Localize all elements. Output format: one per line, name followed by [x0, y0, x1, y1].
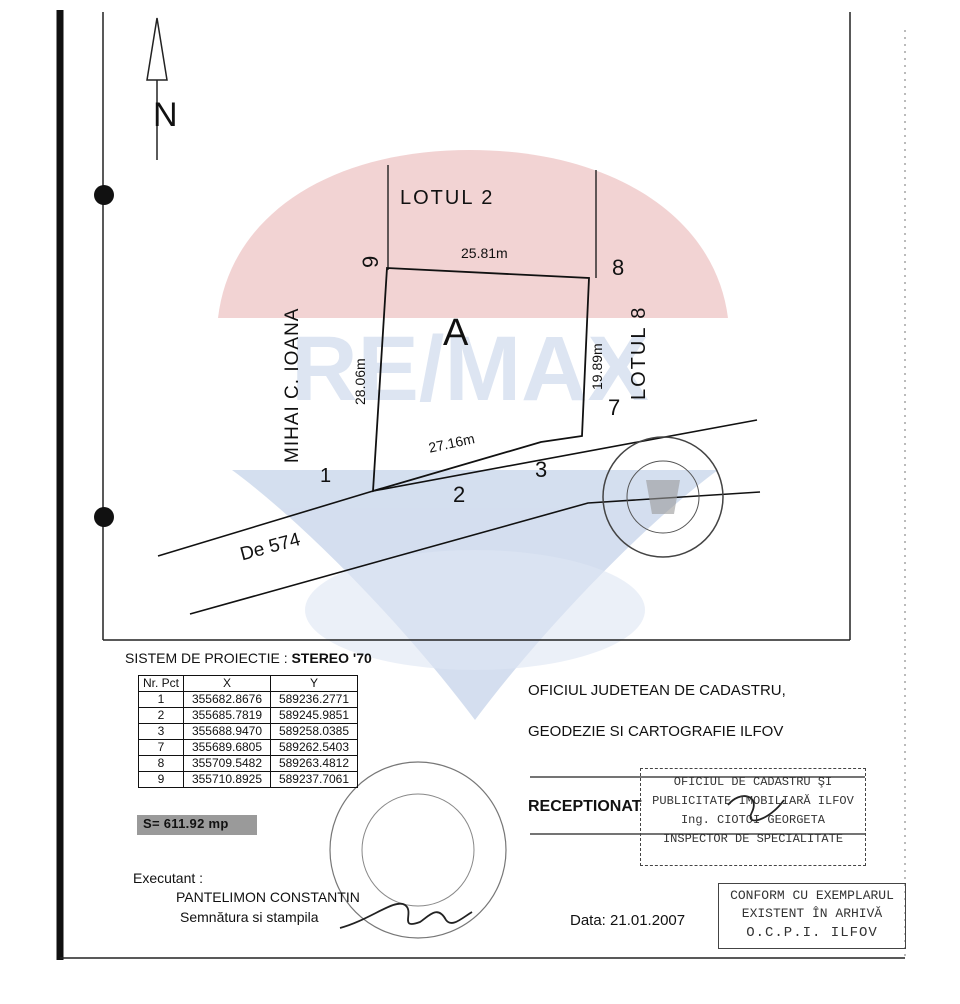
cell-y: 589258.0385 [270, 723, 358, 740]
road-edge-upper [157, 490, 374, 557]
neighbor-left-label: MIHAI C. IOANA [282, 307, 303, 463]
parcel-outline [372, 267, 590, 493]
executant-label: Executant : [133, 870, 204, 886]
date-label: Data: 21.01.2007 [570, 912, 686, 929]
point-9: 9 [358, 255, 383, 268]
cell-x: 355689.6805 [183, 739, 271, 756]
point-8: 8 [612, 255, 625, 280]
table-header-row: Nr. Pct X Y [138, 675, 358, 692]
binder-hole-icon [94, 185, 114, 205]
reception-stamp-line-2: PUBLICITATE IMOBILIARĂ ILFOV [652, 794, 854, 808]
header-y: Y [270, 675, 358, 692]
point-2: 2 [453, 482, 466, 507]
cell-pct: 8 [138, 755, 184, 772]
table-row: 3 355688.9470 589258.0385 [138, 723, 358, 740]
road-edge-upper [372, 419, 758, 492]
cell-x: 355710.8925 [183, 771, 271, 788]
table-row: 8 355709.5482 589263.4812 [138, 755, 358, 772]
executant-seal [329, 761, 507, 939]
reception-stamp: OFICIUL DE CADASTRU ŞI PUBLICITATE IMOBI… [640, 768, 866, 866]
dim-top: 25.81m [461, 245, 508, 261]
binder-hole-icon [94, 507, 114, 527]
parcel-letter: A [443, 312, 469, 354]
cell-pct: 3 [138, 723, 184, 740]
signature-mark [339, 902, 473, 929]
point-7: 7 [608, 395, 621, 420]
projection-value: STEREO '70 [291, 650, 372, 666]
signature-label: Semnătura si stampila [180, 909, 319, 925]
cell-pct: 9 [138, 771, 184, 788]
cell-x: 355688.9470 [183, 723, 271, 740]
lot-right-label: LOTUL 8 [628, 305, 650, 400]
office-line-1: OFICIUL JUDETEAN DE CADASTRU, [528, 682, 786, 699]
cell-pct: 1 [138, 691, 184, 708]
inspector-signature [727, 795, 785, 822]
north-label: N [153, 96, 178, 134]
conform-stamp-line-2: EXISTENT ÎN ARHIVĂ [741, 906, 883, 921]
cell-y: 589262.5403 [270, 739, 358, 756]
cell-pct: 7 [138, 739, 184, 756]
executant-name: PANTELIMON CONSTANTIN [176, 889, 360, 905]
cadastre-agency-seal [602, 436, 724, 558]
dim-right: 19.89m [589, 343, 605, 390]
conform-stamp-line-3: O.C.P.I. ILFOV [746, 925, 878, 941]
cell-x: 355709.5482 [183, 755, 271, 772]
reception-stamp-line-1: OFICIUL DE CADASTRU ŞI [673, 775, 833, 789]
office-line-2: GEODEZIE SI CARTOGRAFIE ILFOV [528, 723, 784, 740]
table-row: 2 355685.7819 589245.9851 [138, 707, 358, 724]
area-highlight [137, 815, 257, 835]
area-value: S= 611.92 mp [143, 816, 229, 831]
watermark-text: RE/MAX [291, 318, 649, 420]
lot-top-label: LOTUL 2 [400, 187, 495, 209]
cell-y: 589237.7061 [270, 771, 358, 788]
projection-line: SISTEM DE PROIECTIE : STEREO '70 [125, 650, 372, 666]
header-pct: Nr. Pct [138, 675, 184, 692]
cell-y: 589236.2771 [270, 691, 358, 708]
coordinate-table: Nr. Pct X Y 1 355682.8676 589236.2771 2 … [138, 675, 358, 788]
table-row: 7 355689.6805 589262.5403 [138, 739, 358, 756]
cell-y: 589263.4812 [270, 755, 358, 772]
projection-label: SISTEM DE PROIECTIE : [125, 650, 292, 666]
reception-stamp-line-3: Ing. CIOTOI GEORGETA [680, 813, 826, 827]
cell-x: 355682.8676 [183, 691, 271, 708]
conform-stamp: CONFORM CU EXEMPLARUL EXISTENT ÎN ARHIVĂ… [718, 883, 906, 949]
point-1: 1 [320, 465, 332, 487]
receptionat-label: RECEPTIONAT [528, 798, 642, 815]
table-row: 1 355682.8676 589236.2771 [138, 691, 358, 708]
conform-stamp-line-1: CONFORM CU EXEMPLARUL [730, 888, 894, 903]
reception-stamp-line-4: INSPECTOR DE SPECIALITATE [662, 832, 844, 846]
dim-left: 28.06m [352, 358, 368, 405]
cell-pct: 2 [138, 707, 184, 724]
cell-x: 355685.7819 [183, 707, 271, 724]
road-edge-lower [189, 491, 761, 615]
point-3: 3 [535, 457, 548, 482]
cell-y: 589245.9851 [270, 707, 358, 724]
header-x: X [183, 675, 271, 692]
table-row: 9 355710.8925 589237.7061 [138, 771, 358, 788]
north-arrow-icon [146, 17, 168, 160]
